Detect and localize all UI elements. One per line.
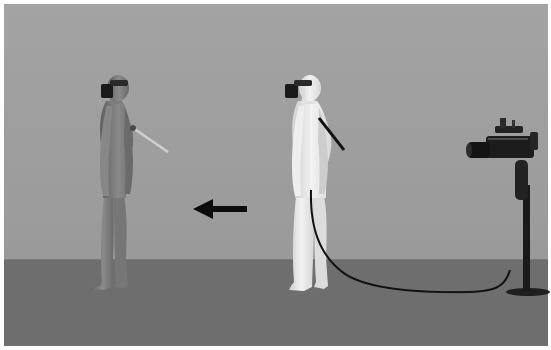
- backdrop-wall: [4, 4, 548, 260]
- floor: [4, 259, 548, 346]
- light-headset: [285, 84, 298, 98]
- dark-headset: [101, 84, 113, 98]
